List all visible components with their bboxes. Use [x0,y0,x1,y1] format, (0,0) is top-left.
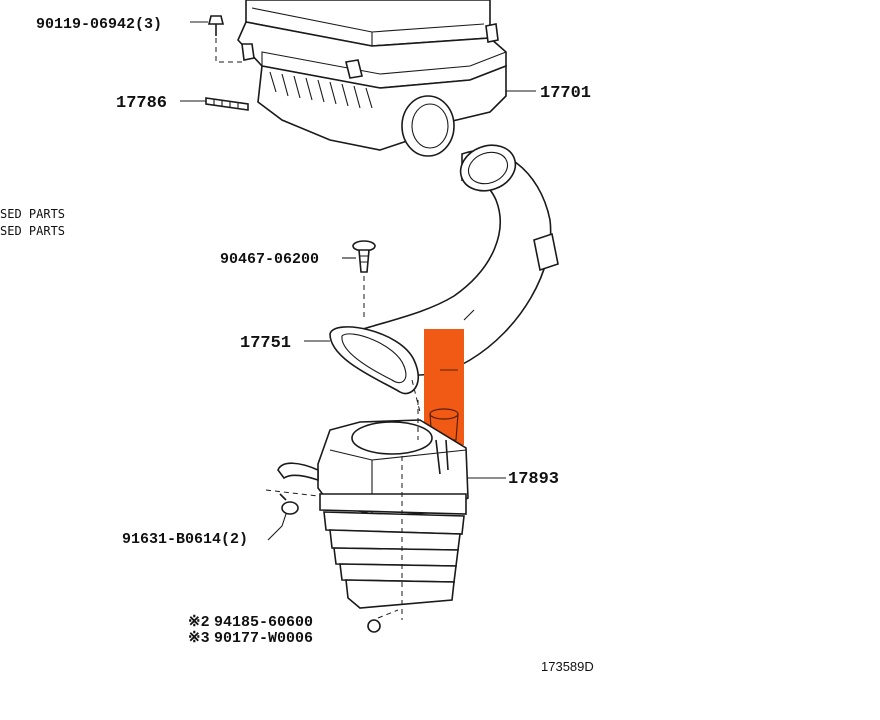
marker-94185: ※2 [188,614,210,631]
bolt-90119-icon [207,15,244,63]
label-90177: 90177-W0006 [214,630,313,647]
label-94185: 94185-60600 [214,614,313,631]
figure-code: 173589D [541,659,594,674]
air-cleaner-case [237,0,507,157]
resonator [277,419,469,609]
bolt-91631-icon [265,489,319,515]
marker-90177: ※3 [188,630,210,647]
bolt-90177-icon [367,609,399,633]
label-17701: 17701 [540,84,591,103]
clip-90467-icon [352,240,376,320]
pin-17786-icon [205,97,249,111]
legend-line-1: SED PARTS [0,207,65,221]
label-17751: 17751 [240,334,291,353]
legend-line-2: SED PARTS [0,224,65,238]
label-91631: 91631-B0614(2) [122,531,248,548]
label-17893: 17893 [508,470,559,489]
leader-lines [180,21,536,541]
label-90467: 90467-06200 [220,251,319,268]
label-90119: 90119-06942(3) [36,16,162,33]
label-17786: 17786 [116,94,167,113]
inlet-hose [329,144,559,395]
